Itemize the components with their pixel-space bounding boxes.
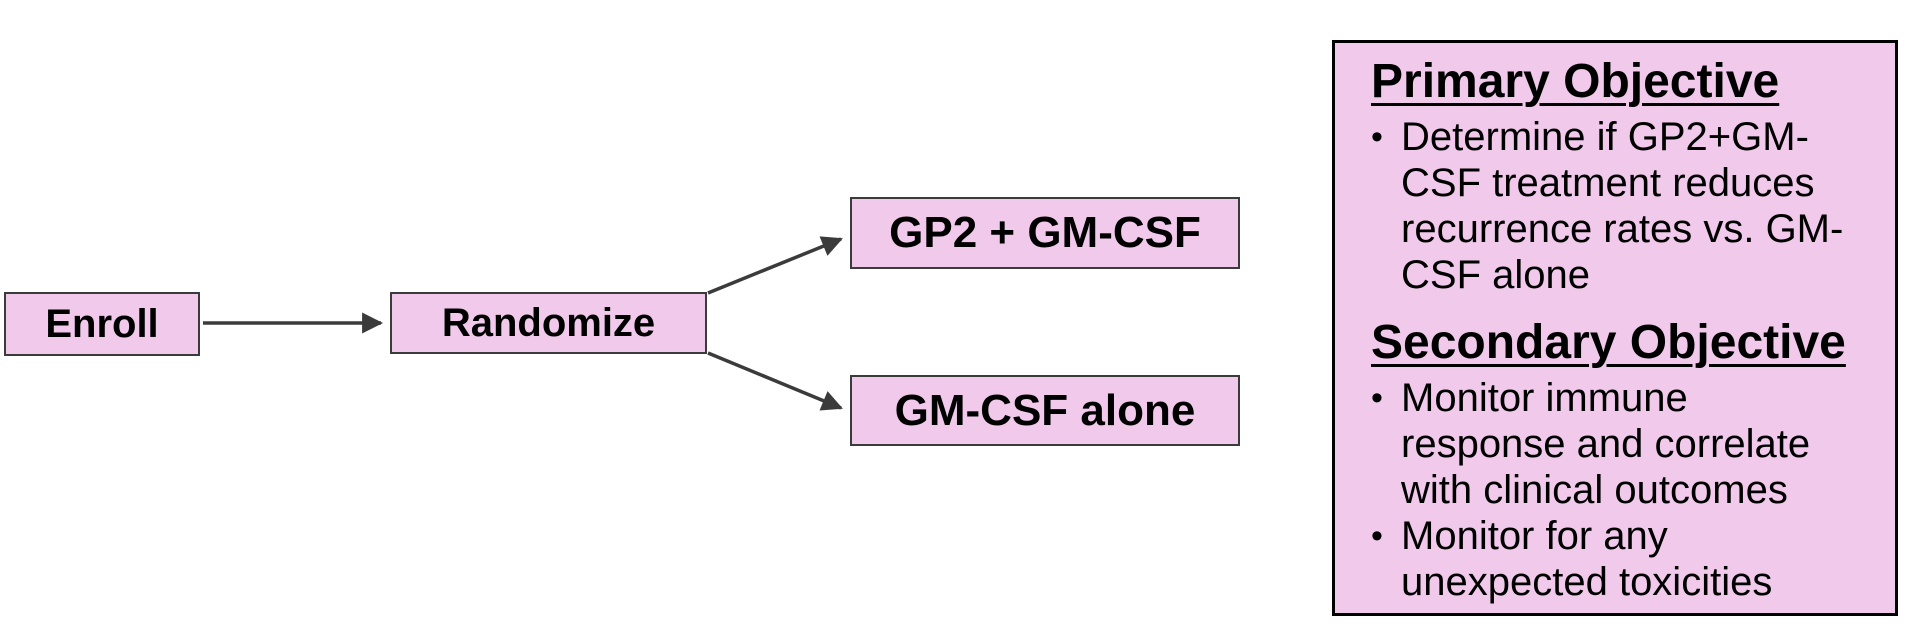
secondary-objective-bullet-text-1: Monitor immune response and correlate wi… <box>1401 376 1811 512</box>
list-item: • Monitor immune response and correlate … <box>1371 375 1855 513</box>
flowchart-node-enroll: Enroll <box>4 292 200 356</box>
primary-objective-heading: Primary Objective <box>1371 55 1780 108</box>
arrow-randomize-to-gp2-arm <box>707 236 843 295</box>
bullet-icon: • <box>1371 118 1383 156</box>
bullet-icon: • <box>1371 517 1383 555</box>
flowchart-node-gp2-gmcsf-arm: GP2 + GM-CSF <box>850 197 1240 269</box>
secondary-objective-bullet-text-2: Monitor for any unexpected toxicities <box>1401 514 1773 604</box>
secondary-objective-heading: Secondary Objective <box>1371 316 1846 369</box>
list-item: • Monitor for any unexpected toxicities <box>1371 513 1855 605</box>
arrow-randomize-to-gmcsf-arm <box>707 351 843 411</box>
primary-objective-list: • Determine if GP2+GM-CSF treatment redu… <box>1371 114 1855 298</box>
randomize-label: Randomize <box>441 300 656 345</box>
flowchart-node-randomize: Randomize <box>390 292 707 354</box>
flowchart-node-gmcsf-alone-arm: GM-CSF alone <box>850 375 1240 446</box>
gmcsf-alone-arm-label: GM-CSF alone <box>894 385 1196 435</box>
secondary-objective-list: • Monitor immune response and correlate … <box>1371 375 1855 605</box>
enroll-label: Enroll <box>45 301 159 346</box>
primary-objective-bullet-text: Determine if GP2+GM-CSF treatment reduce… <box>1401 115 1844 297</box>
gp2-gmcsf-arm-label: GP2 + GM-CSF <box>889 208 1201 257</box>
bullet-icon: • <box>1371 379 1383 417</box>
list-item: • Determine if GP2+GM-CSF treatment redu… <box>1371 114 1855 298</box>
objectives-panel: Primary Objective • Determine if GP2+GM-… <box>1332 40 1898 616</box>
